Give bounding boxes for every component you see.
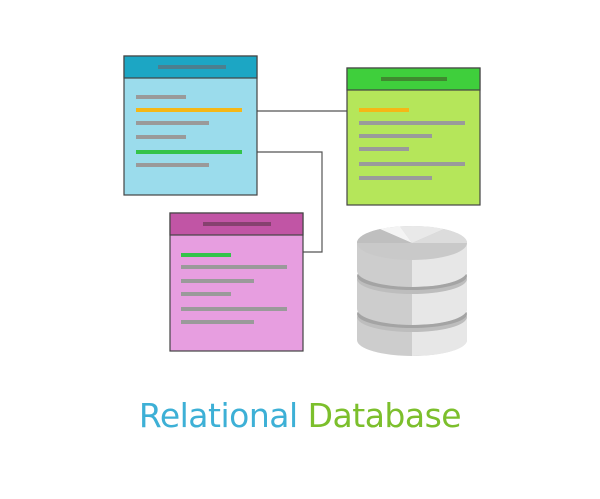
table-green [346, 67, 481, 206]
table-blue [123, 55, 258, 196]
table-row [359, 121, 465, 125]
caption-word-database: Database [307, 396, 462, 435]
table-row-highlight-green [181, 253, 231, 257]
table-row [136, 135, 186, 139]
table-pink-rows [181, 253, 287, 324]
table-row [359, 176, 432, 180]
table-row [181, 307, 287, 311]
connector-blue-to-pink [257, 151, 323, 253]
table-row [181, 265, 287, 269]
table-row [359, 147, 409, 151]
table-green-rows [359, 108, 465, 180]
table-blue-body [123, 55, 258, 196]
diagram-caption: Relational Database [0, 396, 600, 435]
relationship-connectors [257, 110, 347, 253]
caption-word-relational: Relational [138, 396, 298, 435]
table-pink [169, 212, 304, 352]
table-row-highlight-yellow [359, 108, 409, 112]
table-blue-title-bar [158, 65, 226, 69]
table-green-title-bar [381, 77, 447, 81]
table-row [359, 162, 465, 166]
table-row-highlight-yellow [136, 108, 242, 112]
table-blue-rows [136, 95, 242, 167]
table-row [181, 320, 254, 324]
table-row [136, 121, 209, 125]
table-row [136, 163, 209, 167]
table-row-highlight-green [136, 150, 242, 154]
table-pink-title-bar [203, 222, 271, 226]
database-cylinder-icon [356, 226, 468, 356]
table-row [181, 292, 231, 296]
table-row [181, 279, 254, 283]
table-row [359, 134, 432, 138]
table-row [136, 95, 186, 99]
